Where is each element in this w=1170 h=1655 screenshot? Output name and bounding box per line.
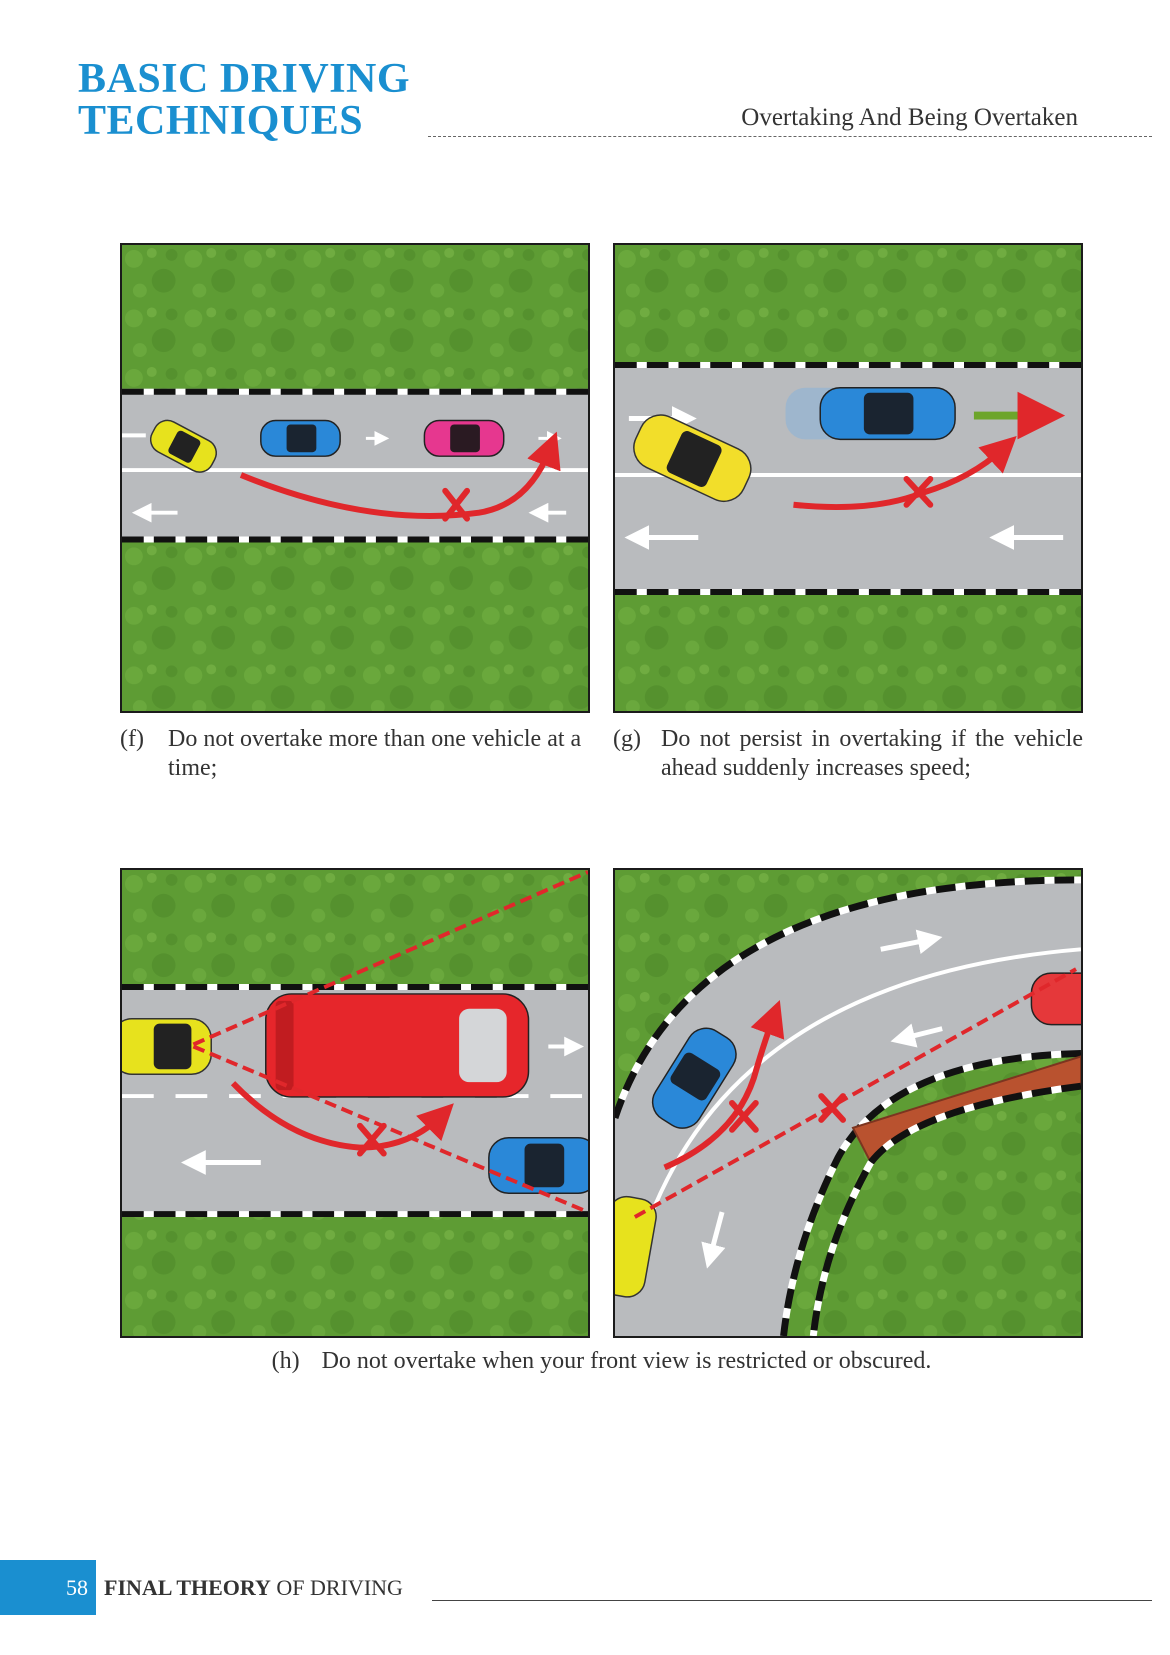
illustration-view-blocked-by-van — [120, 868, 590, 1338]
car-blue — [261, 420, 340, 456]
illustration-vehicle-speeds-up — [613, 243, 1083, 713]
caption-f: (f) Do not overtake more than one vehicl… — [120, 725, 590, 783]
section-title: Overtaking And Being Overtaken — [741, 104, 1078, 132]
caption-text: Do not overtake more than one vehicle at… — [168, 725, 590, 783]
car-blue — [489, 1138, 588, 1194]
caption-label: (h) — [272, 1348, 300, 1374]
car-blue — [820, 388, 955, 440]
page-number: 58 — [0, 1560, 96, 1615]
title-line-1: BASIC DRIVING — [78, 58, 410, 100]
van-red — [266, 994, 529, 1097]
caption-label: (g) — [613, 725, 661, 783]
header-divider — [428, 136, 1152, 137]
footer-divider — [432, 1600, 1152, 1601]
caption-h: (h) Do not overtake when your front view… — [120, 1348, 1083, 1375]
car-pink — [424, 420, 503, 456]
page-title: BASIC DRIVING TECHNIQUES — [78, 58, 410, 142]
caption-text: Do not persist in overtaking if the vehi… — [661, 725, 1083, 783]
caption-label: (f) — [120, 725, 168, 783]
book-title: FINAL THEORY OF DRIVING — [104, 1575, 403, 1601]
caption-text: Do not overtake when your front view is … — [322, 1348, 932, 1374]
book-title-rest: OF DRIVING — [276, 1575, 403, 1600]
illustration-overtake-one-vehicle — [120, 243, 590, 713]
title-line-2: TECHNIQUES — [78, 100, 410, 142]
book-title-bold: FINAL THEORY — [104, 1575, 271, 1600]
illustration-view-blocked-by-bend — [613, 868, 1083, 1338]
caption-g: (g) Do not persist in overtaking if the … — [613, 725, 1083, 783]
